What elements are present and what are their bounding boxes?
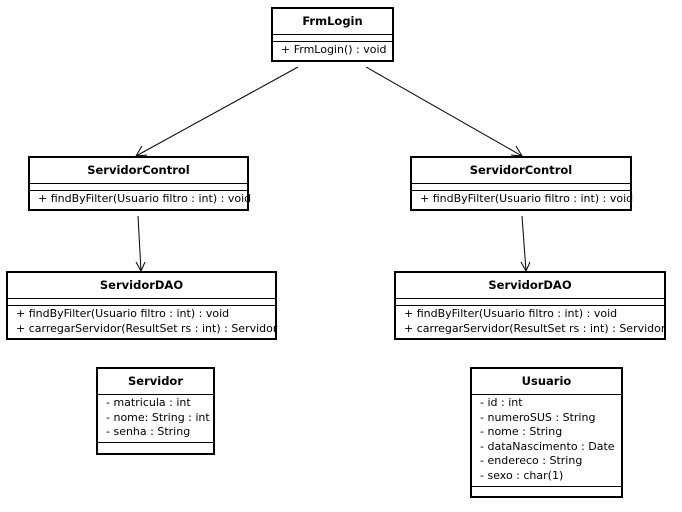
methods-section — [472, 487, 621, 496]
class-servidorcontrol-right[interactable]: ServidorControl + findByFilter(Usuario f… — [410, 156, 634, 211]
methods-section: + findByFilter(Usuario filtro : int) : v… — [396, 306, 666, 338]
class-name: ServidorControl — [30, 158, 247, 184]
methods-section: + findByFilter(Usuario filtro : int) : v… — [8, 306, 278, 338]
attribute: - matricula : int — [106, 396, 191, 409]
attributes-section — [8, 299, 275, 306]
class-name: Servidor — [98, 369, 213, 395]
method: + findByFilter(Usuario filtro : int) : v… — [420, 192, 634, 205]
class-servidor[interactable]: Servidor - matricula : int - nome: Strin… — [96, 367, 215, 455]
arrow-frmlogin-to-control-left — [135, 66, 299, 157]
attributes-section: - matricula : int - nome: String : int -… — [98, 395, 213, 443]
methods-section: + findByFilter(Usuario filtro : int) : v… — [412, 191, 634, 209]
class-servidordao-left[interactable]: ServidorDAO + findByFilter(Usuario filtr… — [6, 271, 278, 341]
attributes-section — [412, 184, 630, 191]
method: + findByFilter(Usuario filtro : int) : v… — [404, 307, 618, 320]
arrow-control-right-to-dao-right — [521, 215, 527, 272]
attribute: - sexo : char(1) — [480, 468, 564, 482]
class-name: ServidorControl — [412, 158, 630, 184]
methods-section: + findByFilter(Usuario filtro : int) : v… — [30, 191, 252, 209]
attributes-section — [30, 184, 247, 191]
attribute: - numeroSUS : String — [480, 410, 596, 424]
attribute: - id : int — [480, 396, 523, 409]
class-name: Usuario — [472, 369, 621, 395]
attribute: - endereco : String — [480, 454, 583, 468]
class-frmlogin[interactable]: FrmLogin + FrmLogin() : void — [271, 7, 394, 62]
attribute: - nome: String : int — [106, 410, 210, 424]
attribute: - nome : String — [480, 425, 563, 439]
class-servidordao-right[interactable]: ServidorDAO + findByFilter(Usuario filtr… — [394, 271, 666, 341]
methods-section: + FrmLogin() : void — [273, 42, 392, 60]
class-name: ServidorDAO — [396, 273, 664, 299]
attribute: - senha : String — [106, 425, 191, 439]
class-name: FrmLogin — [273, 9, 392, 35]
method: + carregarServidor(ResultSet rs : int) :… — [16, 321, 278, 335]
method: + carregarServidor(ResultSet rs : int) :… — [404, 321, 666, 335]
attributes-section — [273, 35, 392, 42]
attributes-section: - id : int - numeroSUS : String - nome :… — [472, 395, 621, 487]
arrow-control-left-to-dao-left — [137, 215, 142, 272]
attributes-section — [396, 299, 664, 306]
arrow-frmlogin-to-control-right — [365, 66, 523, 157]
class-servidorcontrol-left[interactable]: ServidorControl + findByFilter(Usuario f… — [28, 156, 252, 211]
method: + findByFilter(Usuario filtro : int) : v… — [38, 192, 252, 205]
attribute: - dataNascimento : Date — [480, 439, 615, 453]
methods-section — [98, 443, 213, 453]
method: + FrmLogin() : void — [281, 43, 387, 56]
method: + findByFilter(Usuario filtro : int) : v… — [16, 307, 230, 320]
class-usuario[interactable]: Usuario - id : int - numeroSUS : String … — [470, 367, 623, 498]
class-name: ServidorDAO — [8, 273, 275, 299]
